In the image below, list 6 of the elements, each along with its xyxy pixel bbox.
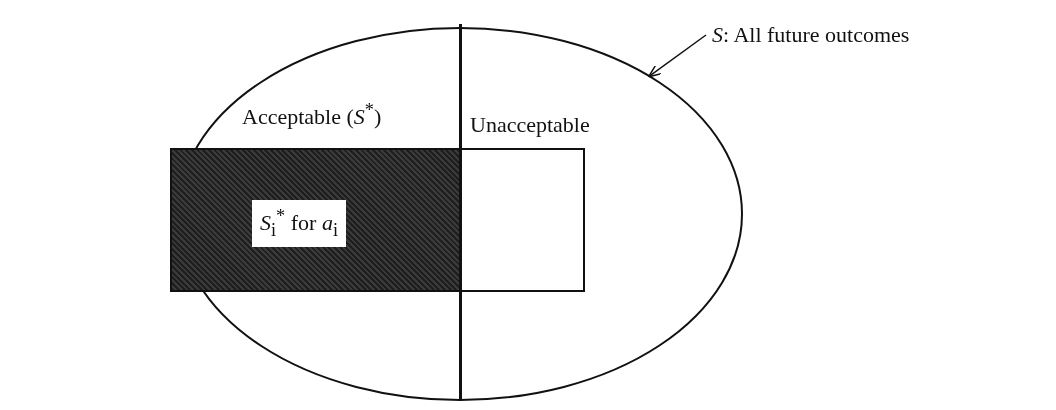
region-label: Unacceptable <box>470 112 590 138</box>
set-label: S$_{i}$$^{*}$ for a$_{i}$ <box>252 200 346 247</box>
region-label: Acceptable (S$^{*}$) <box>242 100 382 131</box>
option-rectangle <box>170 148 585 292</box>
callout-text: S: All future outcomes <box>712 22 910 48</box>
arrow <box>647 34 707 78</box>
